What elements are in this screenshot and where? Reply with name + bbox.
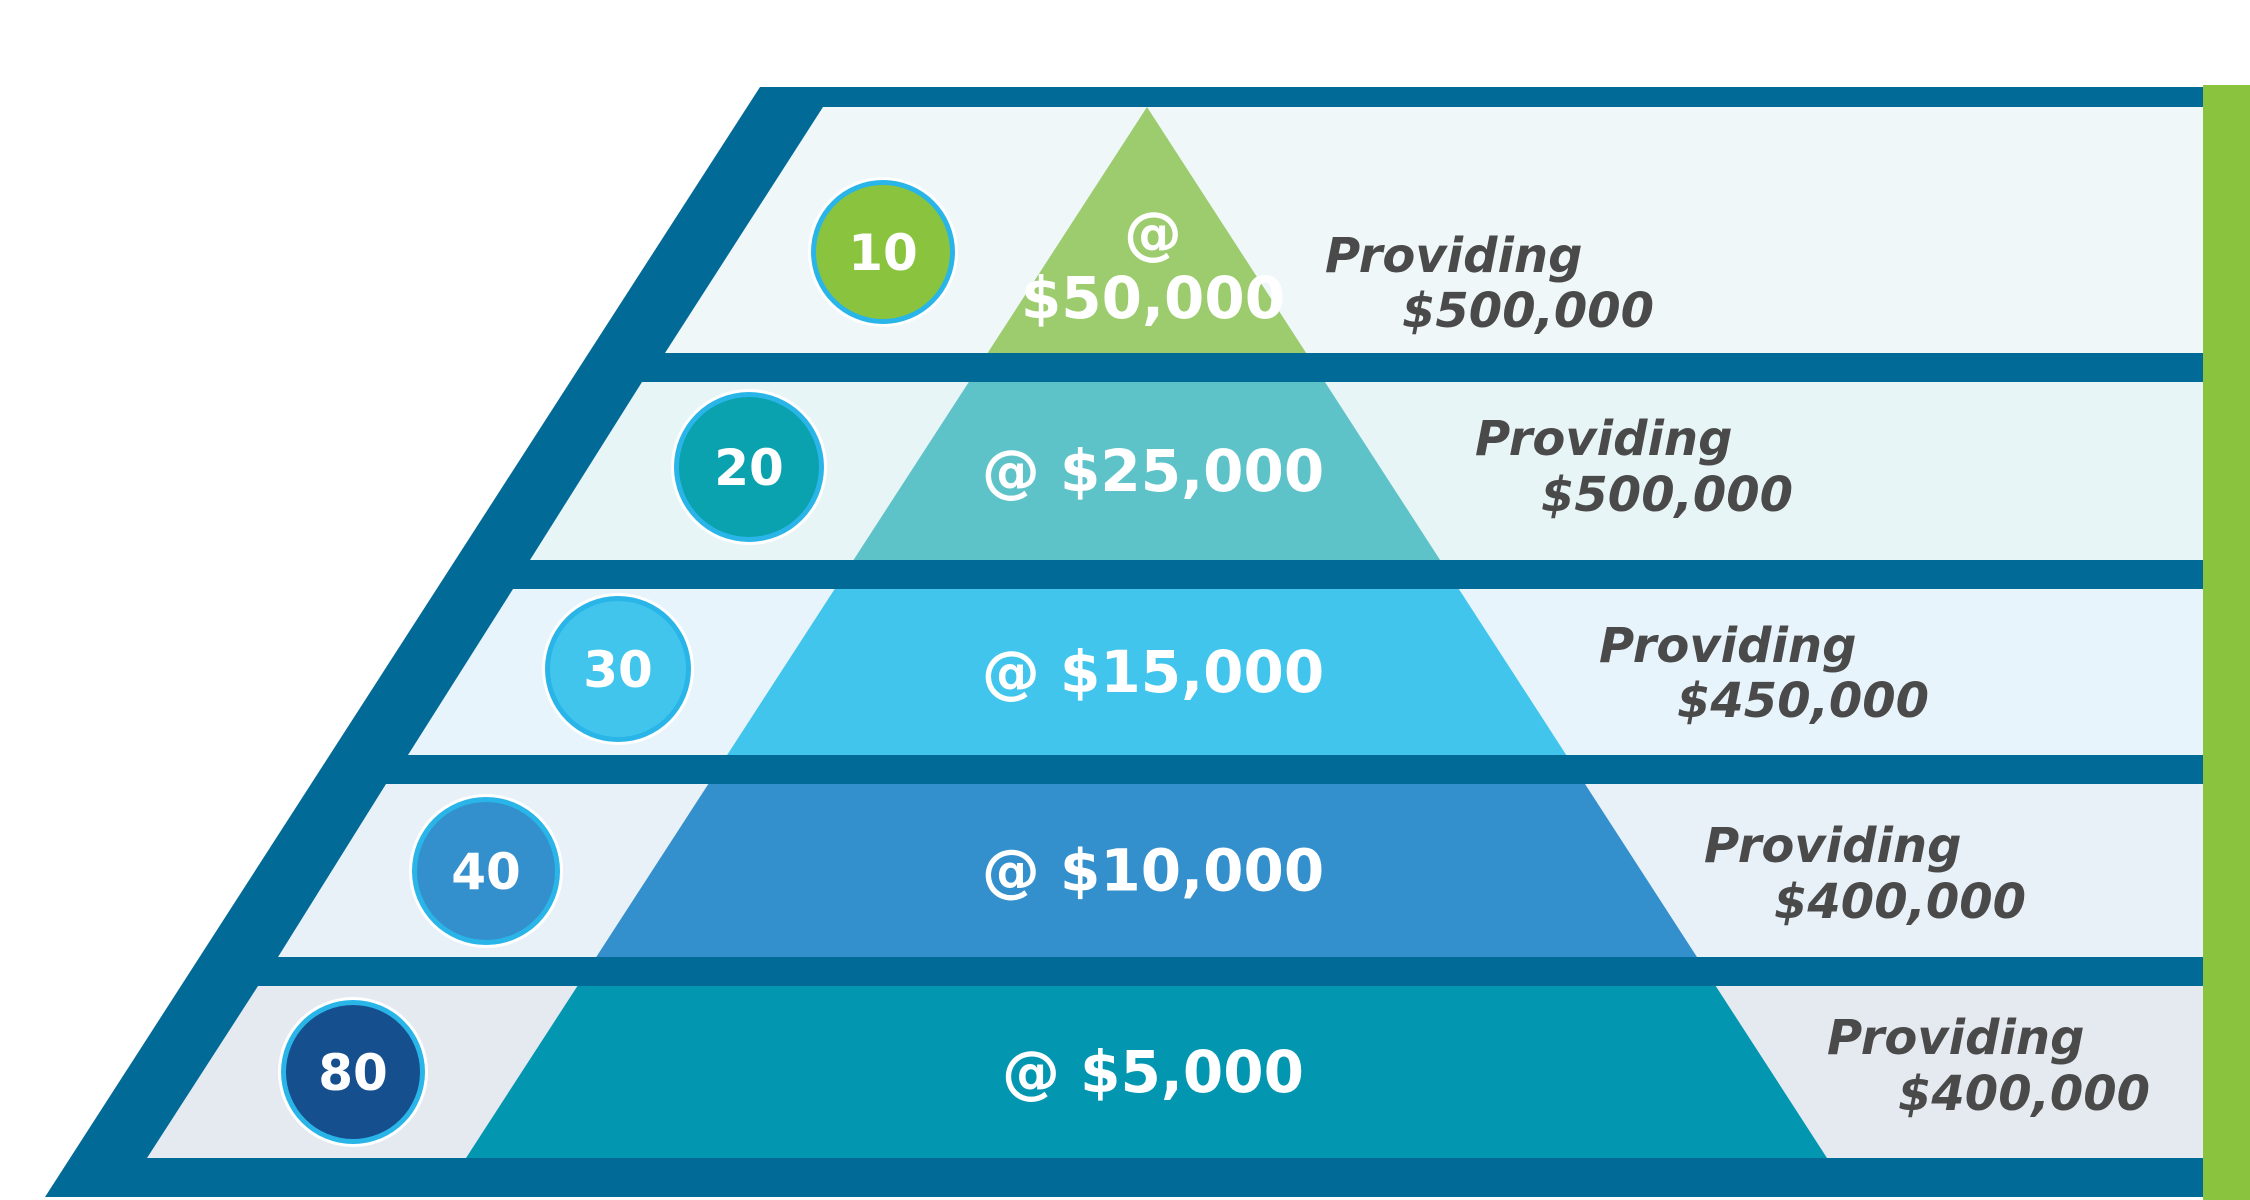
providing-label: Providing <box>1827 1010 2084 1066</box>
pyramid-slice <box>596 784 1697 957</box>
pyramid-slice <box>853 382 1441 560</box>
count-circle <box>417 802 555 940</box>
count-circle <box>679 397 819 537</box>
tier-1: @$50,000 10 Providing$500,000 <box>665 107 2203 353</box>
count-circle-label: 20 <box>714 439 784 497</box>
providing-label: Providing <box>1599 618 1856 674</box>
count-circle <box>816 185 950 319</box>
tier-price: @ $5,000 <box>1002 1038 1304 1106</box>
tier-2: @ $25,000 20 Providing$500,000 <box>530 382 2203 560</box>
tier-5: @ $5,000 80 Providing$400,000 <box>147 986 2203 1158</box>
tier-4: @ $10,000 40 Providing$400,000 <box>278 784 2203 957</box>
count-circle-label: 80 <box>318 1044 388 1102</box>
pyramid-slice <box>466 986 1827 1158</box>
count-circle-label: 10 <box>848 224 918 282</box>
tier-price-line-2: $50,000 <box>1021 264 1285 332</box>
count-circle <box>550 601 686 737</box>
right-accent-bar <box>2203 85 2250 1200</box>
count-circle-label: 40 <box>451 843 521 901</box>
providing-amount: $400,000 <box>1898 1066 2150 1122</box>
tier-price-line-1: @ <box>1124 199 1182 267</box>
tier-3: @ $15,000 30 Providing$450,000 <box>408 589 2203 755</box>
providing-label: Providing <box>1325 228 1582 284</box>
tier-price: @ $10,000 <box>982 837 1324 905</box>
providing-amount: $500,000 <box>1402 283 1654 339</box>
pyramid-slice <box>987 107 1307 353</box>
count-circle <box>286 1005 420 1139</box>
providing-label: Providing <box>1704 818 1961 874</box>
count-circle-label: 30 <box>583 641 653 699</box>
providing-amount: $400,000 <box>1774 874 2026 930</box>
providing-label: Providing <box>1475 411 1732 467</box>
providing-amount: $500,000 <box>1541 467 1793 523</box>
tier-price: @ $25,000 <box>982 437 1324 505</box>
pyramid-slice <box>727 589 1567 755</box>
providing-amount: $450,000 <box>1677 673 1929 729</box>
tier-price: @ $15,000 <box>982 638 1324 706</box>
